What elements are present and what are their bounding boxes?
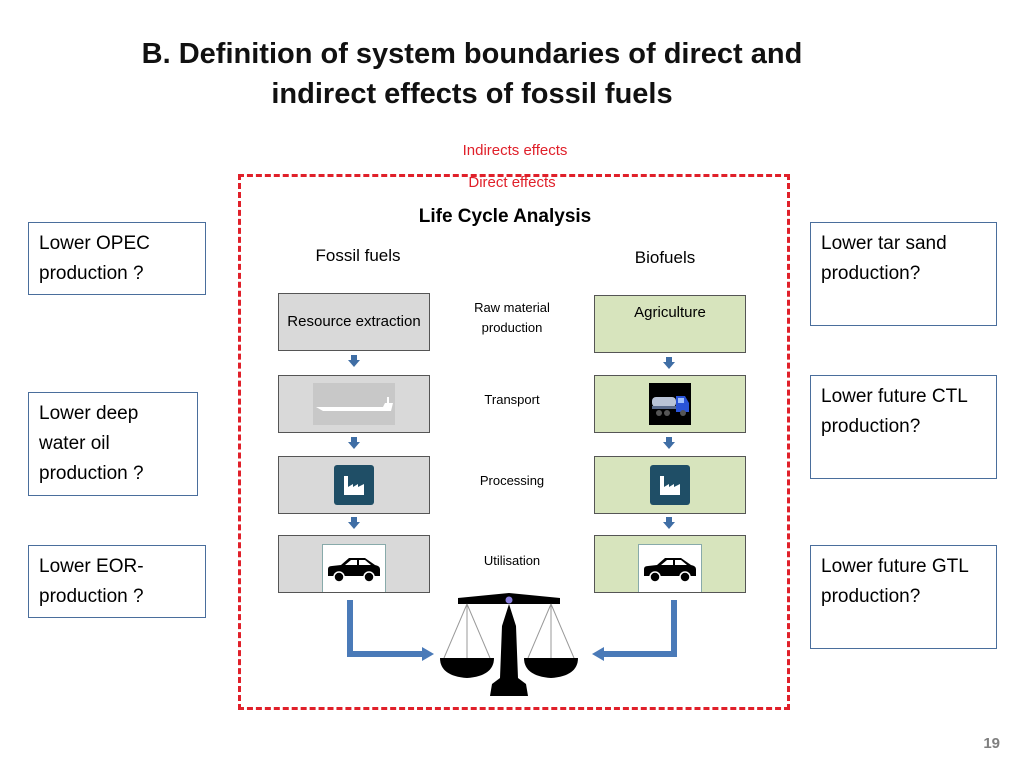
indirect-effect-box: Lower deep water oil production ? — [28, 392, 198, 496]
flow-arrow-down-icon — [663, 357, 675, 369]
indirect-effect-box: Lower future GTL production? — [810, 545, 997, 649]
flow-arrow-down-icon — [348, 517, 360, 529]
lca-title: Life Cycle Analysis — [418, 206, 592, 227]
slide-title-line-2: indirect effects of fossil fuels — [271, 78, 673, 110]
fossil-fuels-header: Fossil fuels — [315, 246, 401, 265]
ship-icon — [313, 383, 395, 425]
factory-icon — [650, 465, 690, 505]
flow-arrow-down-icon — [663, 517, 675, 529]
direct-effects-boundary — [238, 174, 790, 710]
flow-arrow-down-icon — [663, 437, 675, 449]
indirect-effect-box: Lower tar sand production? — [810, 222, 997, 326]
fossil-stage-resource-extraction: Resource extraction — [278, 293, 430, 351]
flow-arrow-down-icon — [348, 355, 360, 367]
bio-stage-text: Agriculture — [634, 304, 706, 321]
direct-effects-label: Direct effects — [468, 174, 556, 191]
biofuels-header: Biofuels — [634, 248, 696, 267]
stage-label-transport: Transport — [484, 392, 540, 407]
indirect-effect-box: Lower future CTL production? — [810, 375, 997, 479]
bio-stage-transport — [594, 375, 746, 433]
bio-stage-agriculture: Agriculture — [594, 295, 746, 353]
page-number: 19 — [983, 735, 1000, 752]
slide-title-line-1: B. Definition of system boundaries of di… — [141, 38, 803, 70]
indirect-effect-box: Lower EOR-production ? — [28, 545, 206, 618]
bio-stage-processing — [594, 456, 746, 514]
bio-to-scale-arrow-icon — [592, 600, 677, 661]
stage-label-raw-material: Raw material production — [474, 300, 550, 335]
fossil-stage-transport — [278, 375, 430, 433]
fossil-stage-text: Resource extraction — [287, 313, 421, 330]
bio-stage-utilisation — [594, 535, 746, 593]
stage-label-utilisation: Utilisation — [483, 553, 541, 568]
indirect-effect-box: Lower OPEC production ? — [28, 222, 206, 295]
balance-scale-icon — [440, 593, 578, 696]
flow-arrow-down-icon — [348, 437, 360, 449]
stage-label-processing: Processing — [479, 473, 545, 488]
car-icon — [322, 544, 386, 592]
fossil-to-scale-arrow-icon — [347, 600, 434, 661]
slide-title: B. Definition of system boundaries of di… — [60, 34, 884, 114]
indirect-effects-label: Indirects effects — [462, 142, 568, 159]
fossil-stage-utilisation — [278, 535, 430, 593]
factory-icon — [334, 465, 374, 505]
fossil-stage-processing — [278, 456, 430, 514]
car-icon — [638, 544, 702, 592]
truck-icon — [649, 383, 691, 425]
